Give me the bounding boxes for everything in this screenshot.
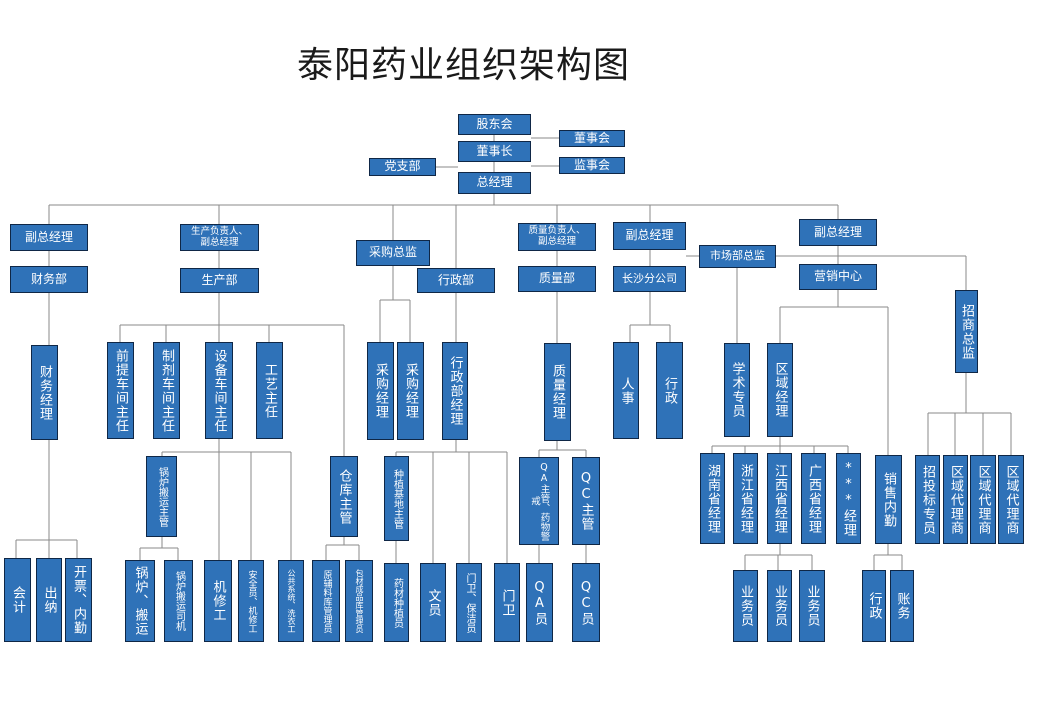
node-hr: 人事 xyxy=(613,342,639,439)
node-raw-material-keeper: 原辅料库管理员 xyxy=(312,560,340,642)
node-investment-director: 招商总监 xyxy=(955,290,978,373)
node-guangxi-manager: 广西省经理 xyxy=(801,453,826,544)
node-qa-staff: QA员 xyxy=(526,563,553,642)
node-salesperson-2: 业务员 xyxy=(767,570,792,642)
node-boiler-driver: 锅炉搬运司机 xyxy=(164,560,193,642)
node-finance-dept: 财务部 xyxy=(10,266,88,293)
node-equipment-workshop-head: 设备车间主任 xyxy=(205,342,233,439)
node-general-manager: 总经理 xyxy=(458,172,531,194)
node-finished-goods-keeper: 包材成品库管理员 xyxy=(345,560,373,642)
node-deputy-gm-finance: 副总经理 xyxy=(10,224,88,251)
node-preparation-workshop-head: 制剂车间主任 xyxy=(153,342,180,439)
node-changsha-branch: 长沙分公司 xyxy=(613,266,686,292)
node-admin-manager: 行政部经理 xyxy=(442,342,468,440)
node-regional-manager: 区域经理 xyxy=(767,343,793,437)
node-planting-base-supervisor: 种植基地主管 xyxy=(384,456,409,541)
node-sales-admin-staff: 行政 xyxy=(862,570,886,642)
node-party-branch: 党支部 xyxy=(369,158,436,176)
node-qa-supervisor: QA主管、药物警戒 xyxy=(519,457,559,545)
node-quality-manager: 质量经理 xyxy=(544,343,571,441)
node-production-dept: 生产部 xyxy=(180,268,259,293)
node-deputy-gm-sales: 副总经理 xyxy=(799,219,877,246)
node-accounts-staff: 账务 xyxy=(890,570,914,642)
node-finance-manager: 财务经理 xyxy=(31,345,58,440)
node-jiangxi-manager: 江西省经理 xyxy=(767,453,792,544)
node-safety-officer: 安全员、机修工 xyxy=(238,560,264,642)
node-purchasing-director: 采购总监 xyxy=(356,240,430,266)
node-process-head: 工艺主任 xyxy=(256,342,283,439)
node-quality-head: 质量负责人、 副总经理 xyxy=(518,223,596,251)
node-accountant: 会计 xyxy=(4,558,31,642)
node-boiler-handler: 锅炉、搬运 xyxy=(125,560,155,642)
node-clerk: 文员 xyxy=(420,563,446,642)
node-qc-supervisor: QC主管 xyxy=(572,457,600,545)
node-academic-specialist: 学术专员 xyxy=(724,343,750,437)
node-production-head: 生产负责人、 副总经理 xyxy=(180,224,259,251)
node-supervisory-board: 监事会 xyxy=(559,157,625,174)
chart-title: 泰阳药业组织架构图 xyxy=(297,45,631,86)
node-warehouse-supervisor: 仓库主管 xyxy=(330,456,358,537)
node-guard-cleaner: 门卫、保洁员 xyxy=(456,563,482,642)
node-regional-agent-1: 区域代理商 xyxy=(943,455,968,544)
node-board-of-directors: 董事会 xyxy=(559,130,625,147)
node-marketing-director: 市场部总监 xyxy=(699,245,776,268)
node-admin-dept: 行政部 xyxy=(417,268,495,293)
node-salesperson-3: 业务员 xyxy=(799,570,825,642)
node-hunan-manager: 湖南省经理 xyxy=(700,453,725,544)
node-chairman: 董事长 xyxy=(458,141,531,162)
node-boiler-handling-supervisor: 锅炉搬运主管 xyxy=(146,456,177,537)
node-zhejiang-manager: 浙江省经理 xyxy=(733,453,758,544)
node-bidding-specialist: 招投标专员 xyxy=(915,455,940,544)
node-sales-admin: 销售内勤 xyxy=(875,455,902,544)
node-purchasing-manager-1: 采购经理 xyxy=(367,342,394,440)
node-guard: 门卫 xyxy=(494,563,520,642)
node-cashier: 出纳 xyxy=(36,558,62,642)
node-marketing-center: 营销中心 xyxy=(799,264,877,290)
node-shareholders-meeting: 股东会 xyxy=(458,114,531,135)
node-purchasing-manager-2: 采购经理 xyxy=(397,342,424,440)
node-regional-agent-2: 区域代理商 xyxy=(970,455,996,544)
node-mechanic: 机修工 xyxy=(204,560,232,642)
node-qc-staff: QC员 xyxy=(572,563,600,642)
node-invoicing-clerk: 开票、内勤 xyxy=(65,558,92,642)
node-other-province-manager: ***经理 xyxy=(836,453,861,544)
node-herb-planter: 药材种植员 xyxy=(384,563,409,642)
node-extraction-workshop-head: 前提车间主任 xyxy=(107,342,134,439)
node-utilities-laundry: 公共系统、洗衣工 xyxy=(278,560,304,642)
node-salesperson-1: 业务员 xyxy=(733,570,758,642)
node-regional-agent-3: 区域代理商 xyxy=(998,455,1024,544)
node-quality-dept: 质量部 xyxy=(518,266,596,292)
node-admin-branch: 行政 xyxy=(656,342,683,439)
node-deputy-gm-branch: 副总经理 xyxy=(613,222,686,250)
